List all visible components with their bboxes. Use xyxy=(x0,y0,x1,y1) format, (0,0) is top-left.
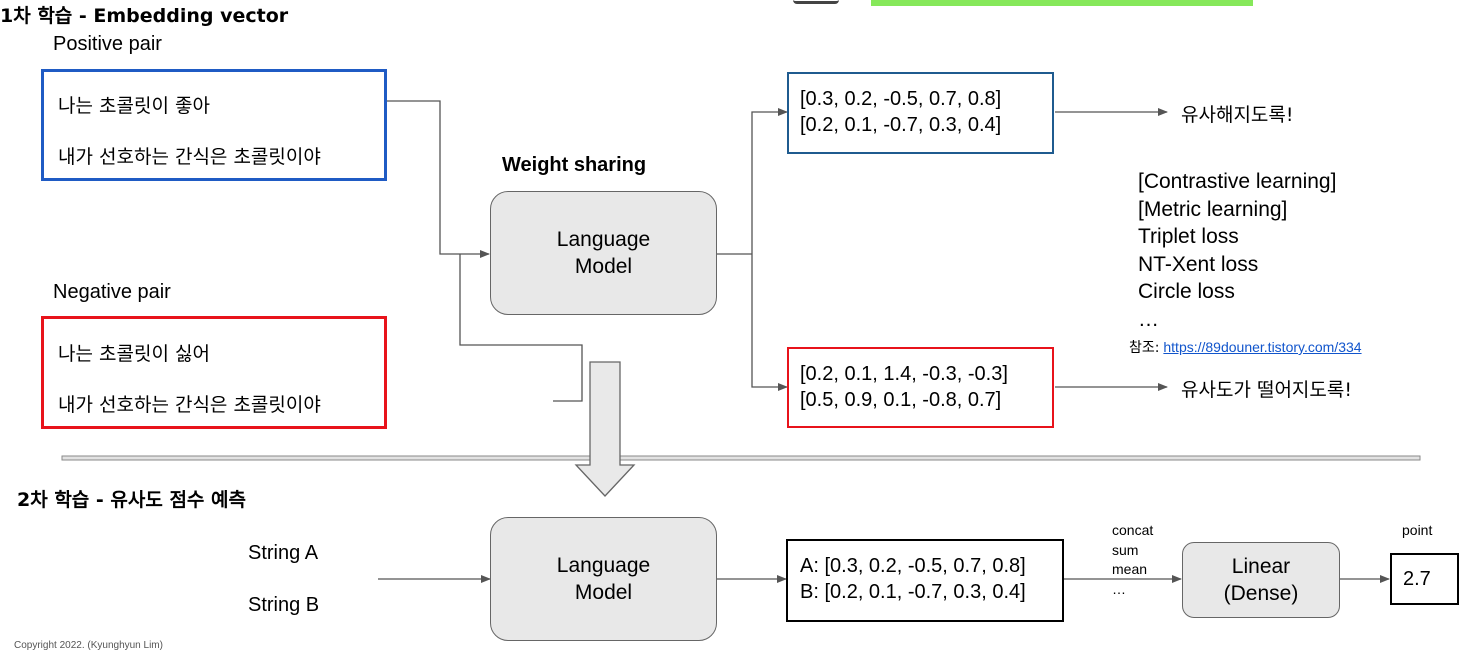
negative-sentence-2: 내가 선호하는 간식은 초콜릿이야 xyxy=(58,394,321,416)
method-item: NT-Xent loss xyxy=(1138,252,1259,276)
pooling-op: sum xyxy=(1112,541,1139,558)
stage-separator xyxy=(61,455,1421,461)
pooling-ops: concat sum mean … xyxy=(1112,521,1153,599)
string-b-label: String B xyxy=(248,594,320,616)
positive-pair-box: 나는 초콜릿이 좋아 내가 선호하는 간식은 초콜릿이야 xyxy=(41,69,387,181)
model-label-line1: Language xyxy=(556,228,651,251)
point-value: 2.7 xyxy=(1403,567,1431,590)
positive-pair-label: Positive pair xyxy=(53,33,162,55)
stage1-title: 1차 학습 - Embedding vector xyxy=(0,5,289,27)
string-a-label: String A xyxy=(248,542,319,564)
stage2-title: 2차 학습 - 유사도 점수 예측 xyxy=(17,489,246,511)
positive-vector-2: [0.2, 0.1, -0.7, 0.3, 0.4] xyxy=(800,114,1002,136)
reference-label: 참조: xyxy=(1129,340,1160,356)
stage2-vectors-box: A: [0.3, 0.2, -0.5, 0.7, 0.8] B: [0.2, 0… xyxy=(786,539,1064,622)
method-item: [Metric learning] xyxy=(1138,197,1288,221)
positive-sentence-2: 내가 선호하는 간식은 초콜릿이야 xyxy=(58,146,321,168)
language-model-stage2: Language Model xyxy=(490,517,717,641)
pos-to-model-line xyxy=(387,100,490,258)
methods-list: [Contrastive learning] [Metric learning]… xyxy=(1138,168,1336,333)
pooling-op: … xyxy=(1112,580,1126,597)
method-item: … xyxy=(1138,307,1159,331)
highlight-bar xyxy=(871,0,1253,6)
reference: 참조: https://89douner.tistory.com/334 xyxy=(1129,337,1362,357)
model2-label-line1: Language xyxy=(556,554,651,577)
negative-pair-box: 나는 초콜릿이 싫어 내가 선호하는 간식은 초콜릿이야 xyxy=(41,316,387,429)
linear-dense-layer: Linear (Dense) xyxy=(1182,542,1340,618)
negative-vector-1: [0.2, 0.1, 1.4, -0.3, -0.3] xyxy=(800,363,1008,385)
stage2-vector-b: B: [0.2, 0.1, -0.7, 0.3, 0.4] xyxy=(800,581,1026,603)
linear-label-line2: (Dense) xyxy=(1223,582,1299,605)
negative-vector-2: [0.5, 0.9, 0.1, -0.8, 0.7] xyxy=(800,389,1002,411)
down-arrow xyxy=(574,361,636,497)
negative-pair-label: Negative pair xyxy=(53,281,171,303)
linear-label-line1: Linear xyxy=(1231,555,1291,578)
point-label: point xyxy=(1402,522,1433,538)
top-cropped-mark xyxy=(793,0,839,4)
method-item: Triplet loss xyxy=(1138,225,1239,248)
positive-vectors-box: [0.3, 0.2, -0.5, 0.7, 0.8] [0.2, 0.1, -0… xyxy=(787,72,1054,154)
split-to-pos-line xyxy=(751,108,788,254)
reference-link[interactable]: https://89douner.tistory.com/334 xyxy=(1163,339,1362,355)
positive-sentence-1: 나는 초콜릿이 좋아 xyxy=(58,95,210,117)
pooling-op: mean xyxy=(1112,561,1148,577)
negative-vectors-box: [0.2, 0.1, 1.4, -0.3, -0.3] [0.5, 0.9, 0… xyxy=(787,347,1054,428)
negative-result-text: 유사도가 떨어지도록! xyxy=(1181,379,1352,401)
method-item: [Contrastive learning] xyxy=(1138,170,1337,193)
stage2-vector-a: A: [0.3, 0.2, -0.5, 0.7, 0.8] xyxy=(800,555,1026,577)
positive-result-text: 유사해지도록! xyxy=(1181,104,1294,126)
method-item: Circle loss xyxy=(1138,280,1235,303)
copyright-text: Copyright 2022. (Kyunghyun Lim) xyxy=(14,640,163,651)
weight-sharing-label: Weight sharing xyxy=(502,154,647,176)
language-model-stage1: Language Model xyxy=(490,191,717,315)
split-to-neg-line xyxy=(751,254,788,391)
negative-sentence-1: 나는 초콜릿이 싫어 xyxy=(58,343,210,365)
model2-label-line2: Model xyxy=(574,581,633,604)
positive-vector-1: [0.3, 0.2, -0.5, 0.7, 0.8] xyxy=(800,88,1002,110)
neg-to-model-line xyxy=(459,254,583,402)
pooling-op: concat xyxy=(1112,522,1154,538)
model-label-line2: Model xyxy=(574,255,633,278)
point-value-box: 2.7 xyxy=(1390,553,1459,605)
